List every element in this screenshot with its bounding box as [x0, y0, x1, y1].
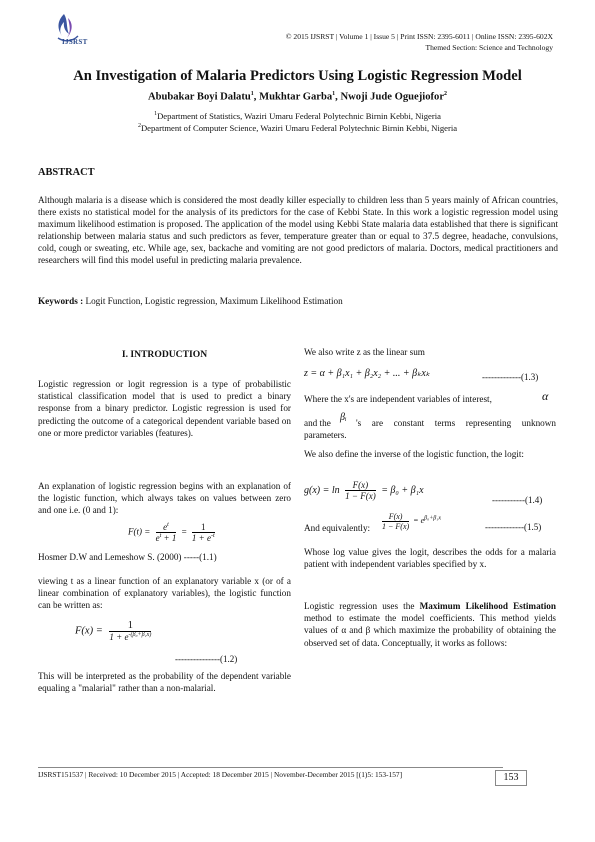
flame-logo-icon	[57, 14, 79, 42]
equation-1-5-tag: -------------(1.5)	[485, 522, 542, 532]
journal-header: © 2015 IJSRST | Volume 1 | Issue 5 | Pri…	[286, 31, 553, 53]
paper-title: An Investigation of Malaria Predictors U…	[73, 68, 522, 84]
right-paragraph-2: Where the x's are independent variables …	[304, 394, 492, 404]
intro-paragraph-1: Logistic regression or logit regression …	[38, 379, 291, 438]
right-paragraph-4: We also define the inverse of the logist…	[304, 449, 524, 459]
alpha-symbol: α	[542, 389, 549, 403]
equation-1-3: z = α + β₁x₁ + β₂x₂ + ... + βₖxₖ	[304, 368, 431, 379]
affiliation-1: 1Department of Statistics, Waziri Umaru …	[154, 111, 441, 121]
keywords: Keywords : Logit Function, Logistic regr…	[38, 296, 558, 306]
intro-paragraph-4: This will be interpreted as the probabil…	[38, 671, 291, 694]
equation-1-5: F(x) 1 − F(x) = eβ₀+β₁x	[382, 512, 441, 531]
author-2: , Mukhtar Garba	[253, 91, 333, 103]
equation-1-4-tag: -----------(1.4)	[492, 495, 543, 505]
equation-1-1: F(t) = et et + 1 = 1 1 + e-t	[128, 522, 215, 543]
author-1: Abubakar Boyi Dalatu	[147, 91, 251, 103]
equation-1-3-tag: -------------(1.3)	[482, 372, 539, 382]
themed-section: Themed Section: Science and Technology	[425, 43, 553, 52]
right-paragraph-5: And equivalently:	[304, 523, 371, 533]
footer-divider	[38, 767, 503, 768]
abstract-heading: ABSTRACT	[38, 167, 95, 178]
author-1-sup: 1	[250, 91, 254, 97]
section-heading: I. INTRODUCTION	[121, 349, 208, 360]
equation-1-2: F(x) = 1 1 + e-(β₀+β₁x)	[75, 620, 152, 642]
intro-paragraph-2: An explanation of logistic regression be…	[38, 481, 291, 516]
author-2-sup: 1	[332, 91, 336, 97]
right-paragraph-7: Logistic regression uses the Maximum Lik…	[304, 601, 556, 648]
right-paragraph-6: Whose log value gives the logit, describ…	[304, 547, 556, 570]
author-list: Abubakar Boyi Dalatu1, Mukhtar Garba1, N…	[0, 91, 595, 103]
beta-symbol: βᵢ	[340, 412, 347, 423]
author-3: , Nwoji Jude Oguejiofor	[335, 91, 445, 103]
logo-text: IJSRST	[62, 38, 88, 46]
equation-1-4: g(x) = ln F(x) 1 − F(x) = β₀ + β₁x	[304, 480, 424, 501]
mle-bold: Maximum Likelihood Estimation	[419, 601, 556, 611]
intro-paragraph-3: viewing t as a linear function of an exp…	[38, 576, 291, 611]
right-paragraph-3a: and the	[304, 418, 331, 428]
author-3-sup: 2	[444, 91, 448, 97]
journal-info: © 2015 IJSRST | Volume 1 | Issue 5 | Pri…	[285, 32, 553, 41]
equation-1-2-tag: ---------------(1.2)	[175, 654, 238, 664]
keywords-label: Keywords :	[38, 296, 84, 306]
keywords-text: Logit Function, Logistic regression, Max…	[83, 296, 343, 306]
page-number: 153	[495, 770, 527, 786]
right-paragraph-1: We also write z as the linear sum	[304, 347, 425, 357]
abstract-body: Although malaria is a disease which is c…	[38, 195, 558, 265]
citation-line: Hosmer D.W and Lemeshow S. (2000) -----(…	[38, 552, 217, 562]
affiliation-2: 2Department of Computer Science, Waziri …	[137, 123, 458, 133]
footer-info: IJSRST151537 | Received: 10 December 201…	[38, 770, 403, 779]
right-paragraph-3b: 's are constant terms representing unkno…	[304, 418, 556, 441]
journal-logo	[50, 12, 86, 50]
